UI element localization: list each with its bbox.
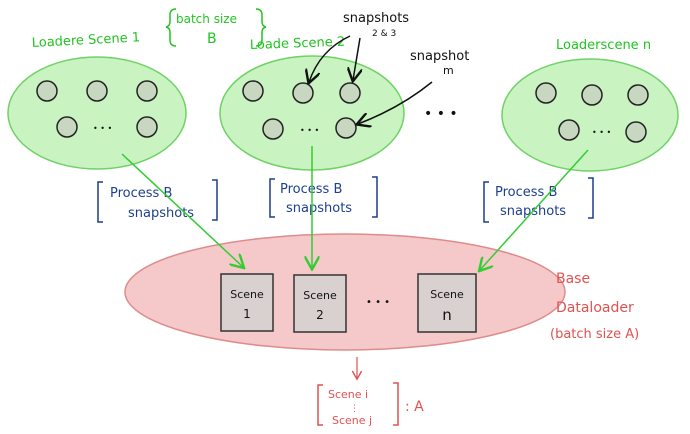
snapshot-node [292, 82, 314, 104]
snapshot-m-label: snapshot [410, 49, 469, 64]
snapshot-arrow-3 [353, 37, 360, 80]
inner-dots: • • • [93, 124, 112, 133]
bracket-right [255, 8, 267, 47]
snapshot-arrow-m [358, 81, 433, 124]
process-label-1: Process B snapshots [97, 179, 218, 223]
snapshot-m-index: m [443, 64, 454, 77]
bracket-left [165, 8, 177, 47]
svg-text:1: 1 [243, 307, 251, 321]
snapshot-node [136, 116, 158, 138]
svg-text:Process B: Process B [495, 185, 557, 200]
loader-n-to-scene-n-arrow [480, 149, 589, 270]
svg-text:Scene: Scene [303, 289, 337, 302]
loader-label-n: Loaderscene n [556, 38, 651, 53]
base-label-line1: Base [556, 271, 590, 287]
output-first-scene: Scene i [328, 388, 368, 401]
loader-scene-1: • • • [7, 56, 187, 170]
snapshot-node [335, 117, 357, 139]
svg-text:Scene: Scene [430, 288, 464, 301]
base-label-line2: Dataloader [556, 300, 634, 316]
snapshots-label: snapshots [343, 11, 409, 26]
svg-text:Scene: Scene [230, 288, 264, 301]
snapshot-node [535, 82, 557, 104]
base-label-line3: (batch size A) [550, 327, 639, 342]
snapshots-index-label: 2 & 3 [372, 29, 396, 39]
snapshot-node [86, 80, 108, 102]
output-batch-size: : A [405, 399, 424, 415]
snapshot-node [136, 80, 158, 102]
snapshot-node [56, 116, 78, 138]
loader-ellipsis: • • • [424, 106, 458, 122]
scene-box-n: Scene n [417, 273, 477, 333]
loader-scene-n: • • • [501, 58, 679, 172]
snapshot-node [242, 80, 264, 102]
process-label-2: Process B snapshots [269, 176, 378, 218]
svg-text:snapshots: snapshots [128, 206, 194, 221]
loader-ellipse [7, 56, 187, 170]
snapshot-node [627, 84, 649, 106]
svg-text:Process B: Process B [280, 182, 342, 197]
batch-size-note: batch size B [165, 8, 267, 47]
snapshot-node [558, 119, 580, 141]
snapshot-arrow-2 [309, 35, 351, 82]
inner-dots: • • • [592, 128, 611, 137]
svg-text:Process B: Process B [110, 186, 172, 201]
scene-ellipsis: • • • [366, 297, 390, 308]
snapshot-node [625, 121, 647, 143]
svg-text:snapshots: snapshots [286, 201, 352, 216]
process-label-n: Process B snapshots [483, 177, 594, 223]
loader-label-1: Loadere Scene 1 [31, 30, 140, 51]
output-vdots: ⋮ [350, 404, 359, 414]
inner-dots: • • • [300, 126, 319, 135]
batch-size-line1: batch size [176, 12, 237, 26]
batch-size-line2: B [207, 31, 217, 47]
output-last-scene: Scene j [332, 414, 372, 427]
svg-text:n: n [442, 306, 452, 324]
loader-ellipse [501, 58, 679, 172]
scene-box-1: Scene 1 [220, 273, 274, 332]
loader-scene-2: • • • [219, 55, 405, 171]
output-batch: Scene i ⋮ Scene j : A [317, 382, 424, 427]
scene-box-2: Scene 2 [293, 274, 347, 333]
snapshot-node [36, 80, 58, 102]
snapshot-node [262, 118, 284, 140]
loader-1-to-scene-1-arrow [121, 153, 243, 267]
snapshot-node [339, 82, 361, 104]
svg-text:2: 2 [316, 308, 324, 322]
loader-label-2: Loade Scene 2 [250, 35, 346, 53]
snapshot-node [581, 84, 603, 106]
